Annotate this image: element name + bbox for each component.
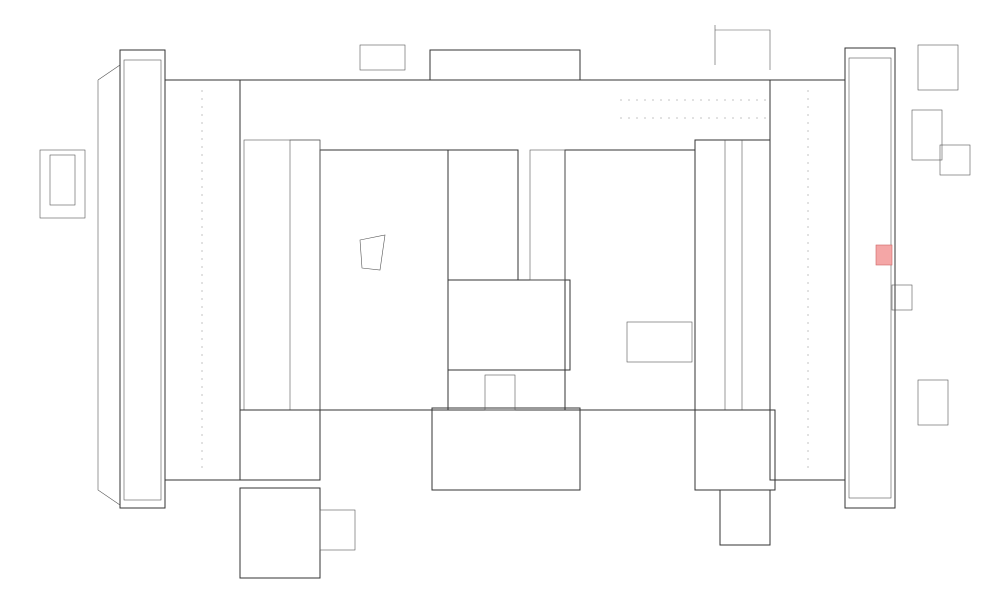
west-hall bbox=[164, 79, 241, 481]
east-hall bbox=[769, 79, 846, 481]
east-wing bbox=[714, 25, 971, 509]
south-blocks bbox=[239, 374, 776, 579]
highlighted-room[interactable] bbox=[875, 244, 893, 266]
west-wing bbox=[39, 49, 166, 509]
central-block bbox=[239, 44, 771, 411]
